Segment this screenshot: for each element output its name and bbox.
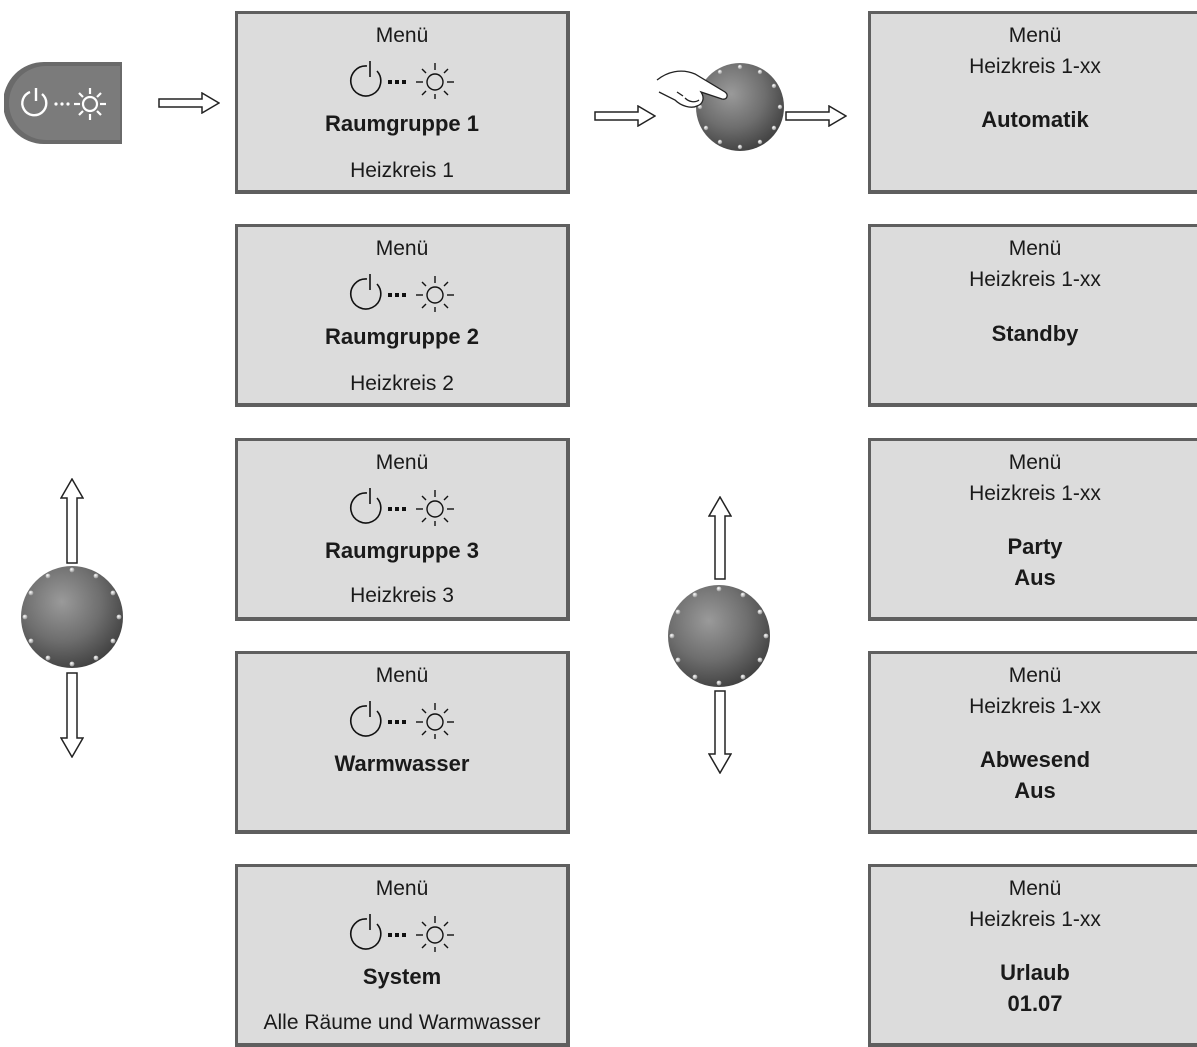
standby-sun-icon bbox=[21, 88, 106, 120]
standby-sun-icon bbox=[337, 486, 467, 526]
room-group-name: Warmwasser bbox=[334, 751, 470, 776]
mode-label: Urlaub bbox=[1000, 960, 1070, 985]
menu-title: Menü bbox=[1008, 237, 1062, 260]
room-group-name: Raumgruppe 3 bbox=[324, 538, 480, 563]
menu-title: Menü bbox=[375, 451, 429, 474]
heating-circuit-label: Heizkreis 1-xx bbox=[969, 55, 1101, 78]
menu-title: Menü bbox=[1008, 877, 1062, 900]
mode-label: Automatik bbox=[981, 107, 1089, 132]
menu-title: Menü bbox=[1008, 24, 1062, 47]
room-group-name: System bbox=[362, 964, 442, 989]
arrow-up-icon bbox=[60, 478, 84, 564]
mode-label: Party bbox=[1007, 534, 1063, 559]
rotary-knob-icon[interactable] bbox=[19, 564, 125, 670]
mode-label: Standby bbox=[991, 321, 1079, 346]
menu-title: Menü bbox=[375, 237, 429, 260]
mode-screen-standby: Menü Heizkreis 1-xx Standby bbox=[868, 224, 1197, 407]
room-group-name: Raumgruppe 2 bbox=[324, 324, 480, 349]
arrow-down-icon bbox=[708, 690, 732, 774]
arrow-right-icon bbox=[158, 92, 220, 114]
arrow-up-icon bbox=[708, 496, 732, 580]
heating-circuit-label: Heizkreis 1-xx bbox=[969, 908, 1101, 931]
heating-circuit-label: Heizkreis 2 bbox=[350, 372, 454, 395]
menu-title: Menü bbox=[375, 24, 429, 47]
menu-title: Menü bbox=[1008, 664, 1062, 687]
heating-circuit-label: Alle Räume und Warmwasser bbox=[263, 1011, 541, 1034]
heating-circuit-label: Heizkreis 3 bbox=[350, 584, 454, 607]
standby-sun-icon bbox=[337, 699, 467, 739]
heating-circuit-label: Heizkreis 1-xx bbox=[969, 482, 1101, 505]
mode-screen-abwesend: Menü Heizkreis 1-xx Abwesend Aus bbox=[868, 651, 1197, 834]
room-group-name: Raumgruppe 1 bbox=[324, 111, 480, 136]
mode-value: 01.07 bbox=[1007, 991, 1063, 1016]
mode-screen-party: Menü Heizkreis 1-xx Party Aus bbox=[868, 438, 1197, 621]
menu-screen-raumgruppe-1: Menü Raumgruppe 1 Heizkreis 1 bbox=[235, 11, 570, 194]
mode-value: Aus bbox=[1014, 565, 1056, 590]
menu-screen-warmwasser: Menü Warmwasser bbox=[235, 651, 570, 834]
menu-screen-raumgruppe-3: Menü Raumgruppe 3 Heizkreis 3 bbox=[235, 438, 570, 621]
menu-title: Menü bbox=[375, 877, 429, 900]
mode-screen-urlaub: Menü Heizkreis 1-xx Urlaub 01.07 bbox=[868, 864, 1197, 1047]
standby-sun-icon bbox=[337, 59, 467, 99]
mode-screen-automatik: Menü Heizkreis 1-xx Automatik bbox=[868, 11, 1197, 194]
rotary-knob-icon[interactable] bbox=[666, 583, 772, 689]
menu-title: Menü bbox=[1008, 451, 1062, 474]
hand-press-icon bbox=[656, 70, 728, 108]
standby-sun-icon bbox=[337, 272, 467, 312]
menu-title: Menü bbox=[375, 664, 429, 687]
power-button[interactable] bbox=[4, 62, 122, 144]
mode-label: Abwesend bbox=[979, 747, 1091, 772]
arrow-down-icon bbox=[60, 672, 84, 758]
mode-value: Aus bbox=[1014, 778, 1056, 803]
standby-sun-icon bbox=[337, 912, 467, 952]
menu-screen-raumgruppe-2: Menü Raumgruppe 2 Heizkreis 2 bbox=[235, 224, 570, 407]
heating-circuit-label: Heizkreis 1-xx bbox=[969, 268, 1101, 291]
rotary-knob-icon[interactable] bbox=[655, 62, 785, 152]
arrow-right-icon bbox=[594, 105, 656, 127]
heating-circuit-label: Heizkreis 1-xx bbox=[969, 695, 1101, 718]
menu-screen-system: Menü System Alle Räume und Warmwasser bbox=[235, 864, 570, 1047]
heating-circuit-label: Heizkreis 1 bbox=[350, 159, 454, 182]
arrow-right-icon bbox=[785, 105, 847, 127]
